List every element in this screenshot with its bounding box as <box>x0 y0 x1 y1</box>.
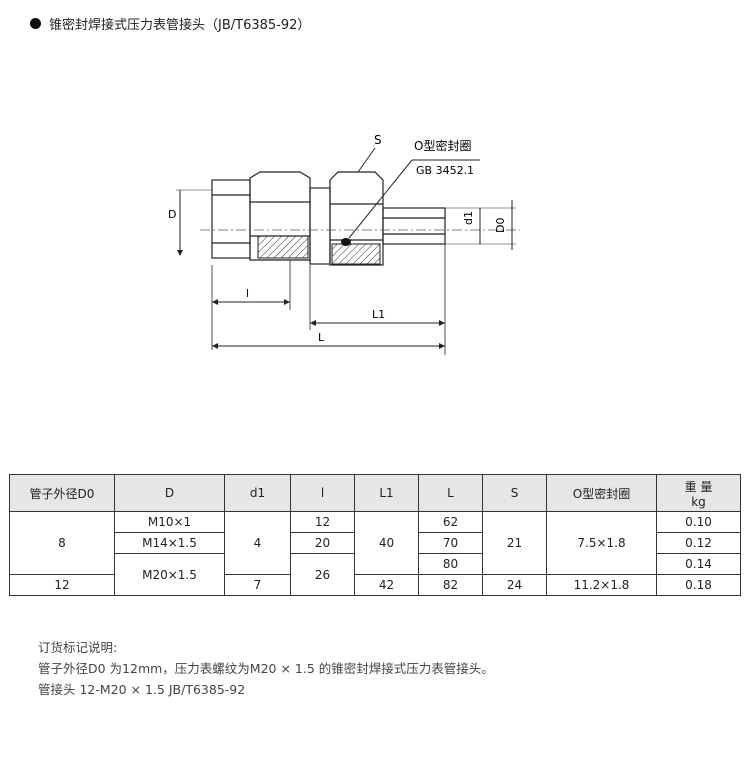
table-row: 8 M10×1 4 12 40 62 21 7.5×1.8 0.10 <box>9 511 741 575</box>
o-ring-mark <box>341 238 351 246</box>
technical-drawing: S O型密封圈 GB 3452.1 D d1 D0 l L1 L <box>168 133 520 355</box>
label-s: S <box>374 133 382 147</box>
th-oring: O型密封圈 <box>546 474 657 512</box>
th-s: S <box>482 474 547 512</box>
table-row: 12 7 42 82 24 11.2×1.8 0.18 <box>9 574 741 596</box>
left-body <box>211 179 251 259</box>
right-hex-nut <box>329 171 384 266</box>
left-hex-nut <box>249 171 311 261</box>
notes-line-2: 管接头 12-M20 × 1.5 JB/T6385-92 <box>38 682 246 697</box>
notes-heading: 订货标记说明: <box>38 640 118 655</box>
title-text: 锥密封焊接式压力表管接头（JB/T6385-92） <box>49 18 311 33</box>
label-l: l <box>246 287 249 300</box>
th-l1: L1 <box>354 474 419 512</box>
label-oring: O型密封圈 <box>414 138 471 153</box>
bullet-icon <box>30 18 41 29</box>
th-d1: d1 <box>224 474 291 512</box>
label-d: D <box>168 208 176 221</box>
label-d0: D0 <box>494 218 507 233</box>
th-do: 管子外径D0 <box>9 474 115 512</box>
th-d: D <box>114 474 225 512</box>
label-L: L <box>318 331 325 344</box>
label-d1: d1 <box>462 211 475 225</box>
page-title: 锥密封焊接式压力表管接头（JB/T6385-92） <box>30 14 310 33</box>
th-l: l <box>290 474 355 512</box>
notes-line-1: 管子外径D0 为12mm，压力表螺纹为M20 × 1.5 的锥密封焊接式压力表管… <box>38 661 494 676</box>
label-l1: L1 <box>372 308 385 321</box>
th-L: L <box>418 474 483 512</box>
label-standard: GB 3452.1 <box>416 164 474 177</box>
right-pipe <box>382 207 446 245</box>
